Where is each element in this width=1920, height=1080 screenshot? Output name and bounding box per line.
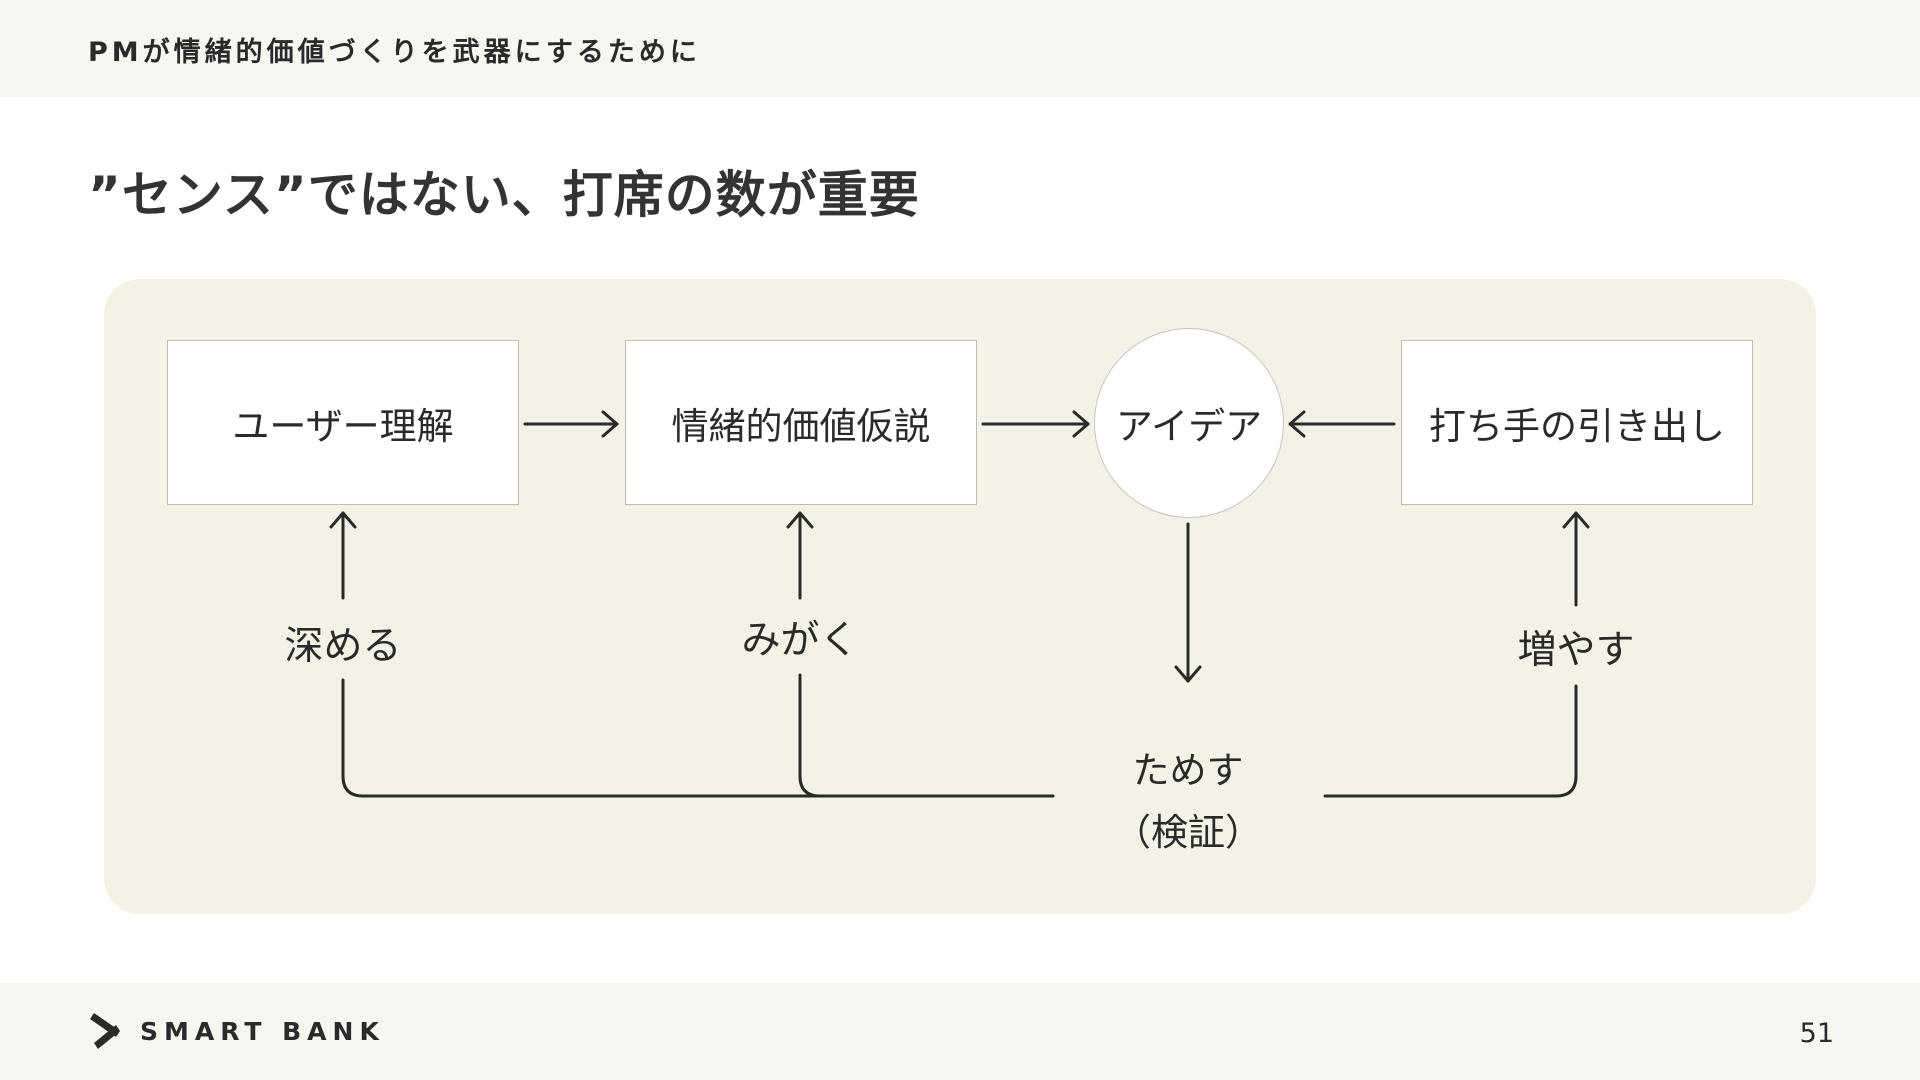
node-user-understanding: ユーザー理解: [167, 340, 519, 505]
page-number: 51: [1799, 1018, 1834, 1049]
logo-text: SMART BANK: [140, 1016, 385, 1046]
node-idea-label: アイデア: [1115, 405, 1263, 448]
smartbank-logo: SMART BANK: [90, 1009, 385, 1053]
feedback-line-mid: [798, 673, 822, 798]
smartbank-logo-icon: [90, 1013, 120, 1049]
label-deepen: 深める: [284, 624, 402, 669]
node-emotional-value-hypothesis-label: 情緒的価値仮説: [671, 404, 931, 448]
slide-title: ”センス”ではない、打席の数が重要: [88, 166, 920, 224]
node-idea: アイデア: [1094, 328, 1284, 518]
arrow-polish-up: [786, 511, 814, 600]
footer-band: [0, 983, 1920, 1080]
feedback-line-left: [341, 678, 1055, 798]
node-user-understanding-label: ユーザー理解: [232, 404, 454, 448]
arrow-idea-to-verify: [1174, 522, 1202, 683]
arrow-moves-to-idea: [1288, 410, 1396, 438]
header-title: PMが情緒的価値づくりを武器にするために: [88, 37, 701, 68]
node-bringing-out-moves-label: 打ち手の引き出し: [1429, 404, 1725, 448]
arrow-increase-up: [1562, 511, 1590, 607]
node-bringing-out-moves: 打ち手の引き出し: [1401, 340, 1753, 505]
arrow-deepen-up: [329, 511, 357, 600]
verify-line2: （検証）: [1114, 811, 1262, 854]
verify-line1: ためす: [1132, 749, 1244, 792]
arrow-user-to-hypothesis: [523, 410, 619, 438]
label-polish: みがく: [741, 618, 859, 663]
node-verify: ためす （検証）: [1088, 740, 1288, 864]
feedback-line-right: [1323, 684, 1578, 798]
label-increase: 増やす: [1517, 628, 1635, 673]
header-band: [0, 0, 1920, 97]
arrow-hypothesis-to-idea: [981, 410, 1090, 438]
node-emotional-value-hypothesis: 情緒的価値仮説: [625, 340, 977, 505]
